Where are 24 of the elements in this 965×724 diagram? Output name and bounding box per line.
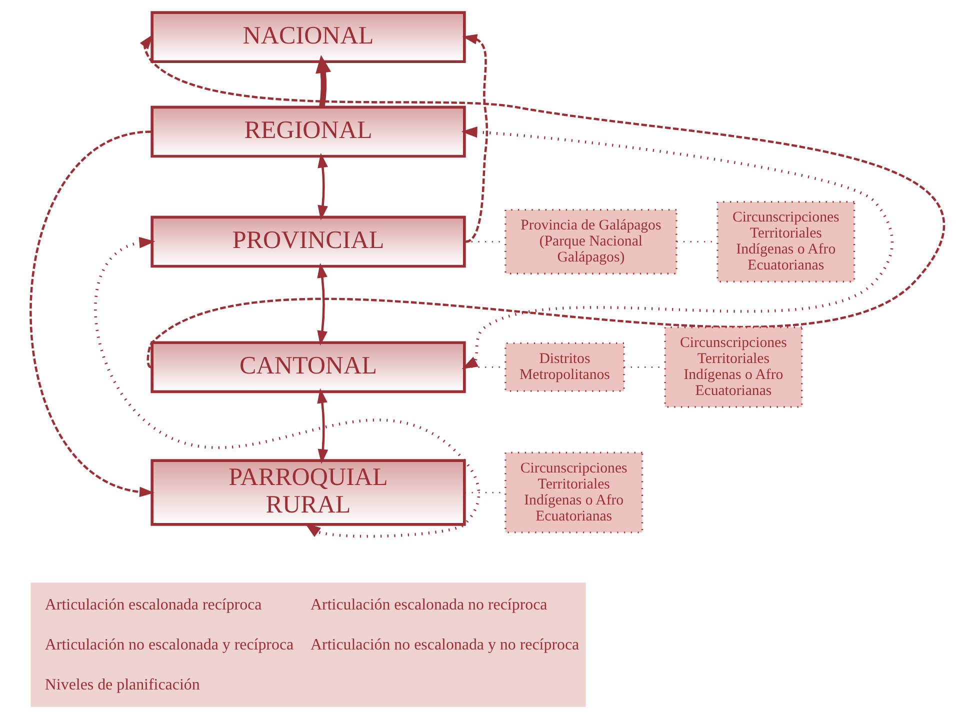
arrow	[460, 126, 894, 370]
node-box: Circunscripciones Territoriales Indígenas o Afro Ecuatorianas	[664, 326, 802, 408]
arrow	[29, 130, 154, 498]
legend-label: Articulación escalonada no recíproca	[310, 596, 547, 614]
arrow	[315, 54, 331, 108]
node-box: REGIONAL	[150, 106, 466, 158]
node-box: Provincia de Galápagos (Parque Nacional Galápagos)	[504, 208, 677, 274]
node-box: Circunscripciones Territoriales Indígenas o Afro Ecuatorianas	[504, 452, 643, 534]
arrow	[462, 34, 488, 243]
node-box: Distritos Metropolitanos	[504, 342, 624, 392]
legend-label: Articulación no escalonada y recíproca	[44, 636, 294, 654]
legend-label: Articulación escalonada recíproca	[44, 596, 262, 614]
arrow	[139, 34, 944, 368]
node-box: NACIONAL	[150, 11, 466, 64]
arrow	[316, 388, 328, 464]
legend-label: Niveles de planificación	[44, 676, 200, 694]
arrow	[94, 237, 480, 538]
node-box: PARROQUIAL RURAL	[150, 459, 466, 526]
legend-label: Articulación no escalonada y no recíproca	[310, 636, 579, 654]
node-box: CANTONAL	[150, 341, 466, 394]
node-box: PROVINCIAL	[150, 216, 466, 268]
node-box: Circunscripciones Territoriales Indígenas o Afro Ecuatorianas	[716, 200, 855, 282]
arrow	[316, 262, 327, 346]
arrow	[317, 152, 328, 220]
